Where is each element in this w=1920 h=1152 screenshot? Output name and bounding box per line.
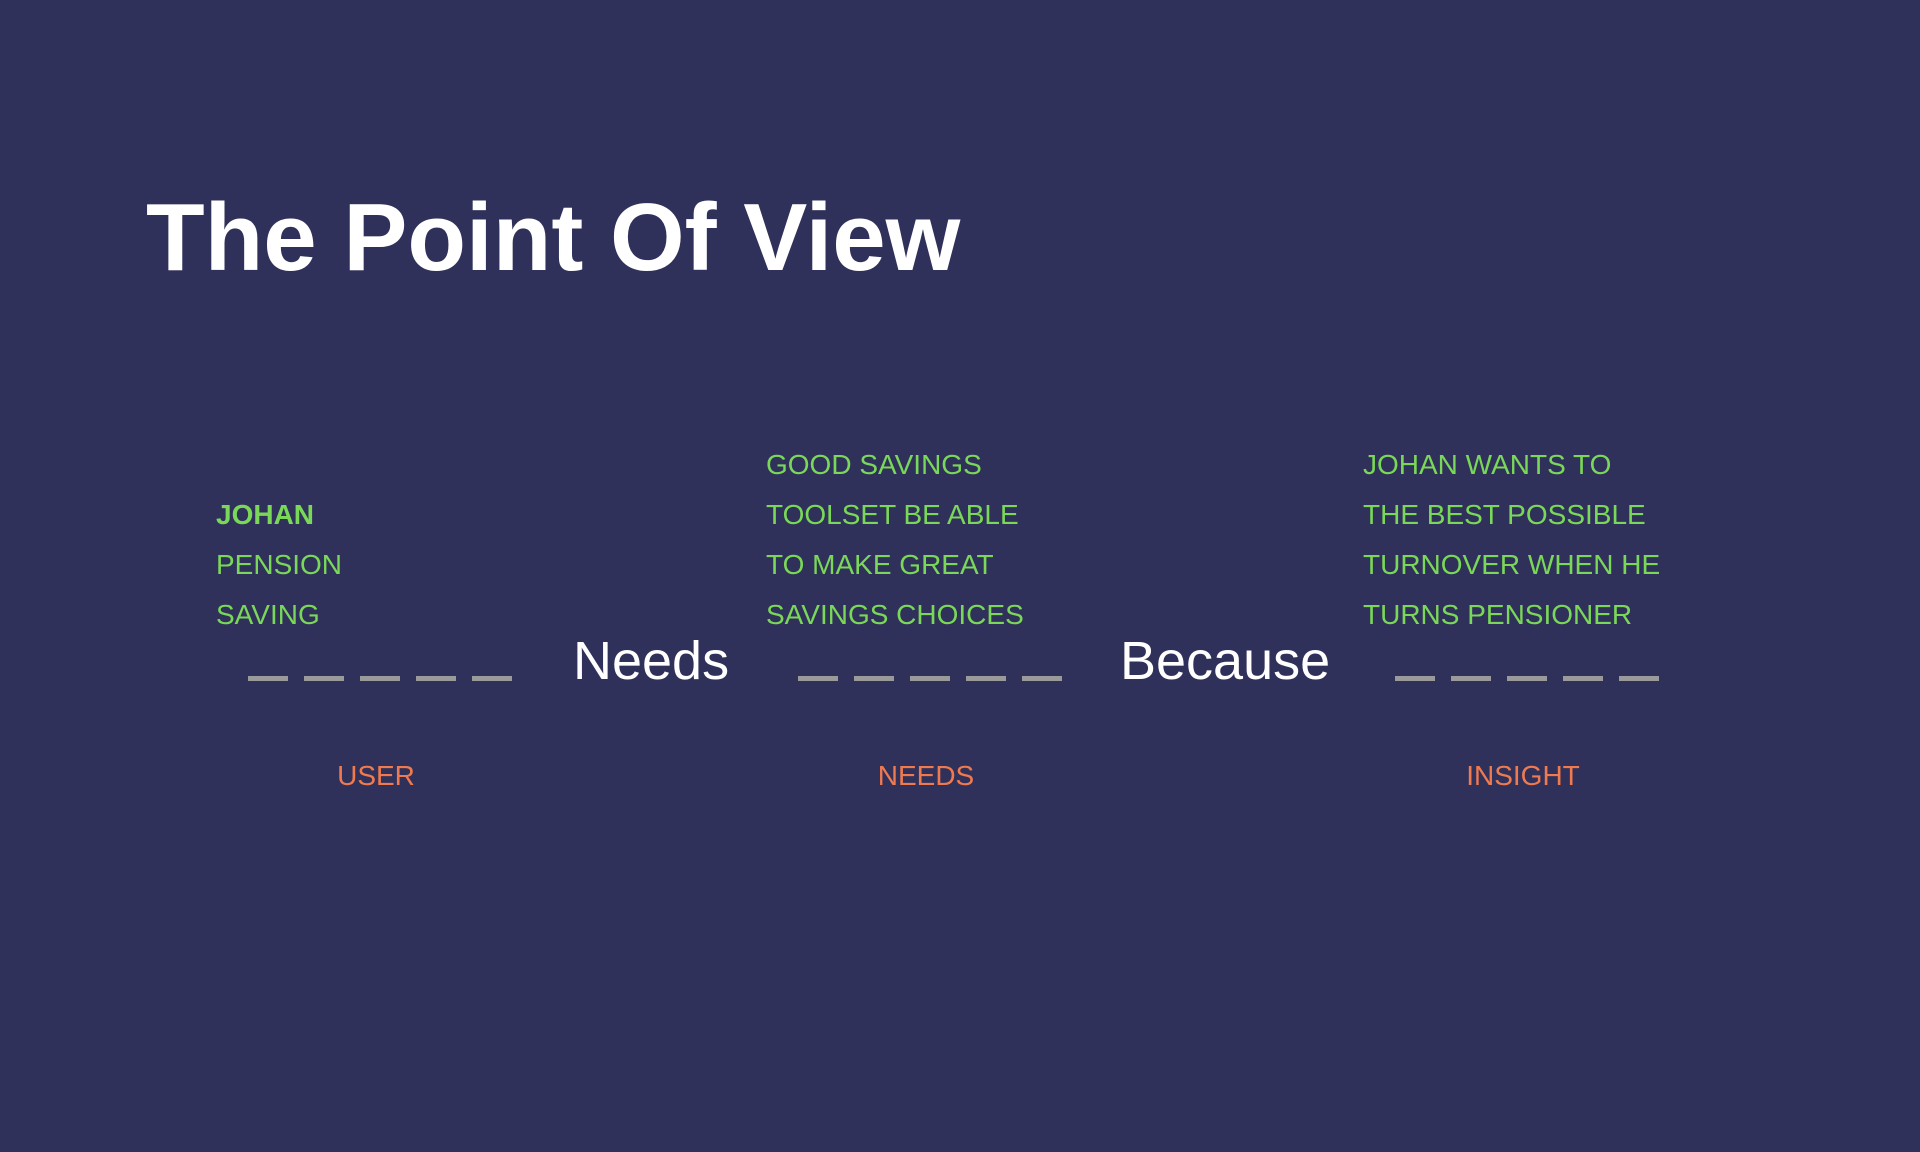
- blank-dash: [1395, 676, 1435, 681]
- blank-dash: [966, 676, 1006, 681]
- user-category-label: USER: [337, 760, 415, 791]
- insight-answer-line: THE BEST POSSIBLE: [1363, 499, 1646, 530]
- blank-dash: [1563, 676, 1603, 681]
- needs-answer-line: TO MAKE GREAT: [766, 549, 994, 580]
- insight-answer-line: JOHAN WANTS TO: [1363, 449, 1612, 480]
- insight-blank-line: [1395, 676, 1659, 681]
- page-title: The Point Of View: [146, 184, 961, 291]
- blank-dash: [1507, 676, 1547, 681]
- needs-answer-line: GOOD SAVINGS: [766, 449, 982, 480]
- needs-blank-line: [798, 676, 1062, 681]
- blank-dash: [1451, 676, 1491, 681]
- blank-dash: [854, 676, 894, 681]
- blank-dash: [1022, 676, 1062, 681]
- insight-answer: JOHAN WANTS TO THE BEST POSSIBLE TURNOVE…: [1363, 440, 1683, 640]
- needs-answer-line: TOOLSET BE ABLE: [766, 499, 1019, 530]
- user-answer-line: PENSION: [216, 549, 343, 580]
- user-answer: JOHAN PENSION SAVING: [216, 440, 536, 640]
- blank-dash: [472, 676, 512, 681]
- needs-answer: GOOD SAVINGS TOOLSET BE ABLE TO MAKE GRE…: [766, 440, 1086, 640]
- blank-dash: [1619, 676, 1659, 681]
- needs-connector: Needs: [573, 631, 730, 691]
- insight-category-label: INSIGHT: [1466, 760, 1580, 791]
- blank-dash: [248, 676, 288, 681]
- needs-category-label: NEEDS: [877, 760, 975, 791]
- insight-answer-line: TURNS PENSIONER: [1363, 599, 1633, 630]
- blank-dash: [910, 676, 950, 681]
- blank-dash: [416, 676, 456, 681]
- user-answer-line: SAVING: [216, 599, 320, 630]
- blank-dash: [798, 676, 838, 681]
- insight-answer-line: TURNOVER WHEN HE: [1363, 549, 1661, 580]
- because-connector: Because: [1120, 631, 1331, 691]
- blank-dash: [304, 676, 344, 681]
- blank-dash: [360, 676, 400, 681]
- needs-answer-line: SAVINGS CHOICES: [766, 599, 1024, 630]
- user-answer-line: JOHAN: [216, 499, 315, 530]
- user-blank-line: [248, 676, 512, 681]
